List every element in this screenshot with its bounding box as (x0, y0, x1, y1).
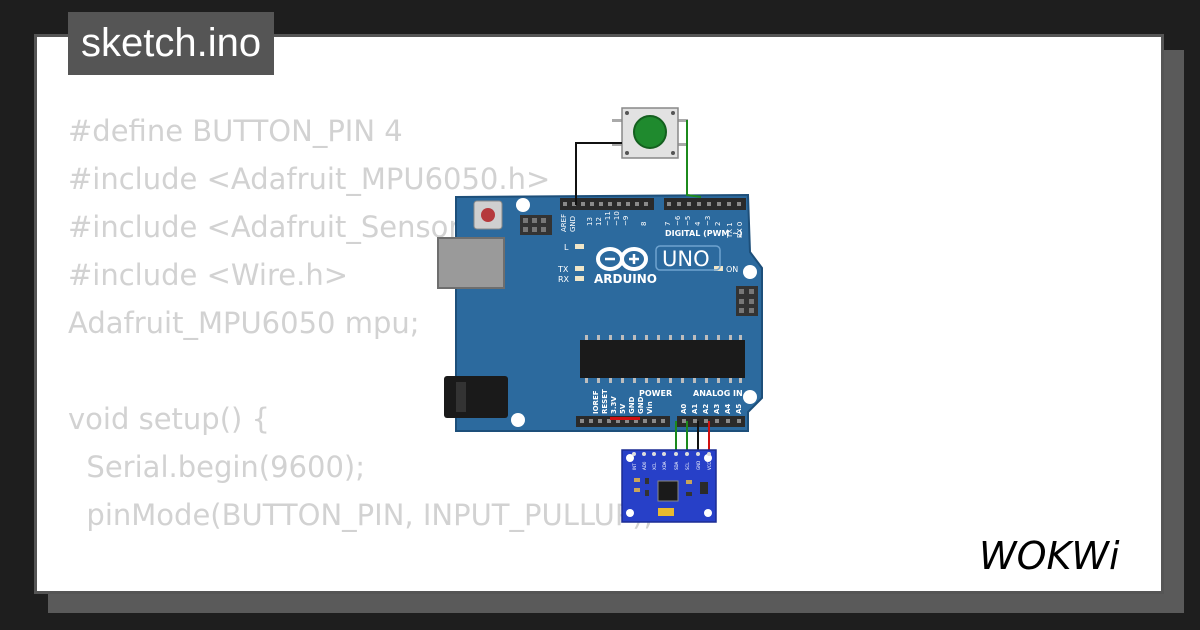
led-tx (575, 266, 584, 271)
sensor-pin-label: VCC (707, 461, 712, 470)
sensor-pin-label: AD0 (642, 461, 647, 470)
pin-label: A4 (724, 404, 732, 414)
pin-label: 2 (714, 222, 722, 226)
digital-header-left (560, 198, 654, 210)
pin-label: GND (637, 396, 645, 414)
pin-label: A3 (713, 404, 721, 414)
code-line: Adafruit_MPU6050 mpu; (68, 306, 420, 340)
pin-label: ~5 (684, 216, 692, 226)
sensor-pin-label: XDA (662, 461, 667, 470)
pushbutton[interactable] (612, 107, 688, 159)
power-jack (444, 376, 508, 418)
code-line: #include <Wire.h> (68, 258, 349, 292)
pin-label: ~6 (674, 215, 682, 226)
pin-label: 7 (664, 222, 672, 226)
pin-label: A0 (680, 404, 688, 414)
analog-header-label: ANALOG IN (693, 389, 743, 398)
pin-label: 3.3V (610, 396, 618, 414)
analog-header (677, 416, 745, 427)
arduino-logo (596, 247, 648, 271)
sensor-pin-label: INT (632, 463, 637, 470)
arduino-brand: ARDUINO (594, 272, 657, 286)
uno-label: UNO (662, 247, 710, 271)
pin-label: 13 (586, 217, 594, 226)
pin-label: 8 (640, 222, 648, 226)
pin-label: AREF (560, 214, 568, 232)
pin-label: A1 (691, 404, 699, 414)
reset-button-cap (481, 208, 495, 222)
wokwi-logo: WOKWi (979, 534, 1120, 578)
sensor-pin-label: SDA (674, 461, 679, 470)
led-on-label: ON (726, 265, 738, 274)
file-name-tab: sketch.ino (68, 12, 275, 75)
code-line: pinMode(BUTTON_PIN, INPUT_PULLUP); (68, 498, 654, 532)
pin-label: A2 (702, 404, 710, 414)
led-tx-label: TX (557, 265, 569, 274)
sensor-pin-label: SCL (685, 462, 690, 470)
mpu6050-sensor[interactable]: INT AD0 XCL XDA SDA SCL GND VCC (621, 449, 717, 523)
digital-header-label: DIGITAL (PWM ~) (665, 229, 743, 238)
pin-label: Vin (646, 401, 654, 414)
sensor-chip (657, 480, 679, 502)
led-l-label: L (564, 243, 569, 252)
wire-button-pin4 (686, 120, 702, 198)
pin-label: 12 (595, 217, 603, 226)
microcontroller-chip (580, 340, 745, 378)
uno-badge (655, 245, 721, 271)
pin-label: 4 (694, 221, 702, 226)
code-line: Serial.begin(9600); (68, 450, 366, 484)
wire-button-gnd (575, 142, 622, 205)
led-rx-label: RX (558, 275, 570, 284)
pin-label: RX 0 (736, 222, 744, 238)
pin-label: ~3 (704, 216, 712, 226)
mounting-hole (743, 265, 757, 279)
pin-label: A5 (735, 404, 743, 414)
pushbutton-cap (633, 115, 667, 149)
pin-label: IOREF (592, 390, 600, 414)
pin-label: ~9 (622, 216, 630, 226)
led-rx (575, 276, 584, 281)
pin-label: GND (628, 396, 636, 414)
mounting-hole (743, 390, 757, 404)
pin-label: 5V (619, 403, 627, 414)
pin-label: TX 1 (726, 222, 734, 239)
code-line: #define BUTTON_PIN 4 (68, 114, 403, 148)
power-header (576, 416, 670, 427)
sensor-pin-label: XCL (652, 462, 657, 470)
digital-header-right (664, 198, 746, 210)
pin-label: RESET (601, 389, 609, 414)
mounting-hole (511, 413, 525, 427)
pin-label: GND (569, 216, 577, 232)
pin-label: ~11 (604, 211, 612, 226)
usb-port (437, 237, 505, 289)
led-l (575, 244, 584, 249)
power-header-label: POWER (639, 389, 672, 398)
code-line: #include <Adafruit_MPU6050.h> (68, 162, 551, 196)
sensor-pin-label: GND (696, 461, 701, 470)
mounting-hole (516, 198, 530, 212)
pin-label: ~10 (613, 211, 621, 226)
sensor-led (658, 508, 674, 516)
code-line: void setup() { (68, 402, 270, 436)
power-rail-highlight (610, 417, 640, 420)
svg-text:WOKWi: WOKWi (979, 534, 1120, 578)
arduino-uno-board[interactable]: AREF GND 13 12 ~11 ~10 ~9 8 7 ~6 ~5 4 ~3… (437, 193, 763, 432)
